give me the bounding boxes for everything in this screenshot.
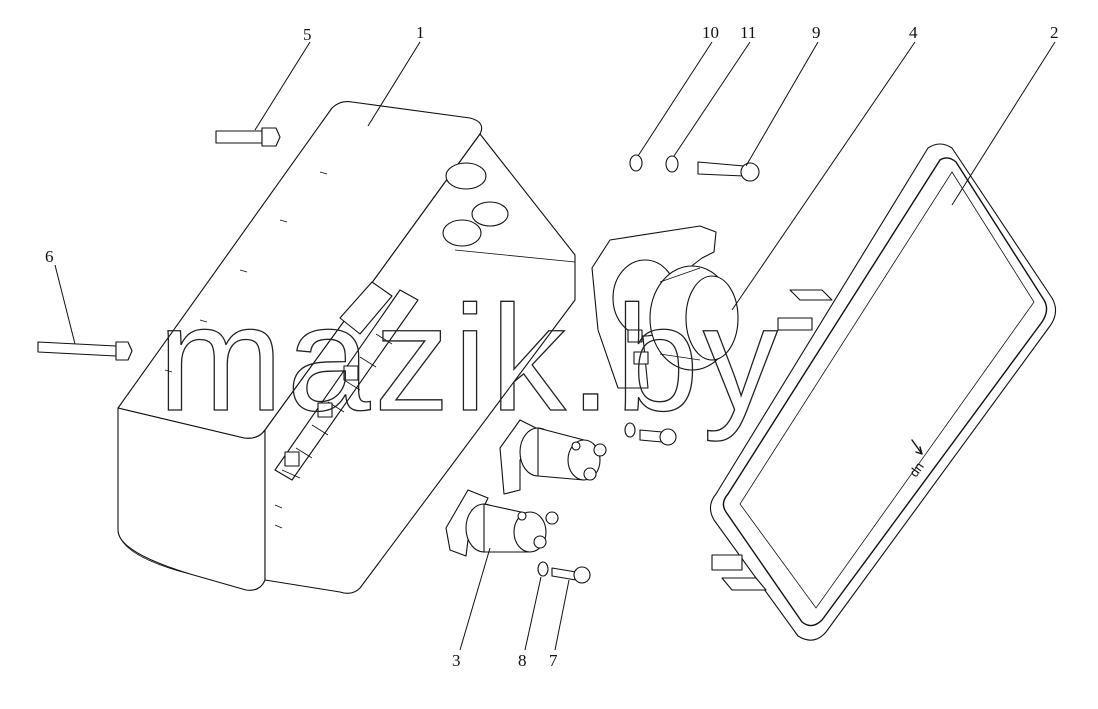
washer-mid: [624, 422, 636, 438]
callout-7: 7: [549, 651, 558, 670]
cover-marking-text: dn: [906, 459, 927, 479]
callout-2: 2: [1050, 23, 1059, 42]
screw-7: [551, 566, 591, 584]
washer-8: [537, 561, 549, 577]
callout-4: 4: [909, 23, 918, 42]
cover: dn: [709, 143, 1057, 641]
housing-box: [117, 101, 576, 594]
relay-3-lower: [445, 489, 559, 557]
screw-mid: [639, 428, 677, 446]
screw-9: [697, 161, 760, 182]
callout-8: 8: [518, 651, 527, 670]
callout-labels: 1 2 3 4 5 6 7 8 9 10 11: [45, 23, 1059, 670]
callout-5: 5: [303, 25, 312, 44]
bolt-6: [37, 341, 133, 361]
callout-9: 9: [812, 23, 821, 42]
leader-lines: [54, 41, 1056, 651]
callout-10: 10: [702, 23, 719, 42]
callout-6: 6: [45, 247, 54, 266]
washer-11: [665, 155, 679, 173]
watermark-text: mazik.by: [158, 274, 782, 442]
callout-3: 3: [452, 651, 461, 670]
callout-1: 1: [416, 23, 425, 42]
washer-10: [629, 154, 643, 172]
relay-4: [591, 225, 739, 389]
relay-3-upper: [499, 419, 607, 495]
bolt-5: [215, 127, 281, 147]
callout-11: 11: [740, 23, 756, 42]
